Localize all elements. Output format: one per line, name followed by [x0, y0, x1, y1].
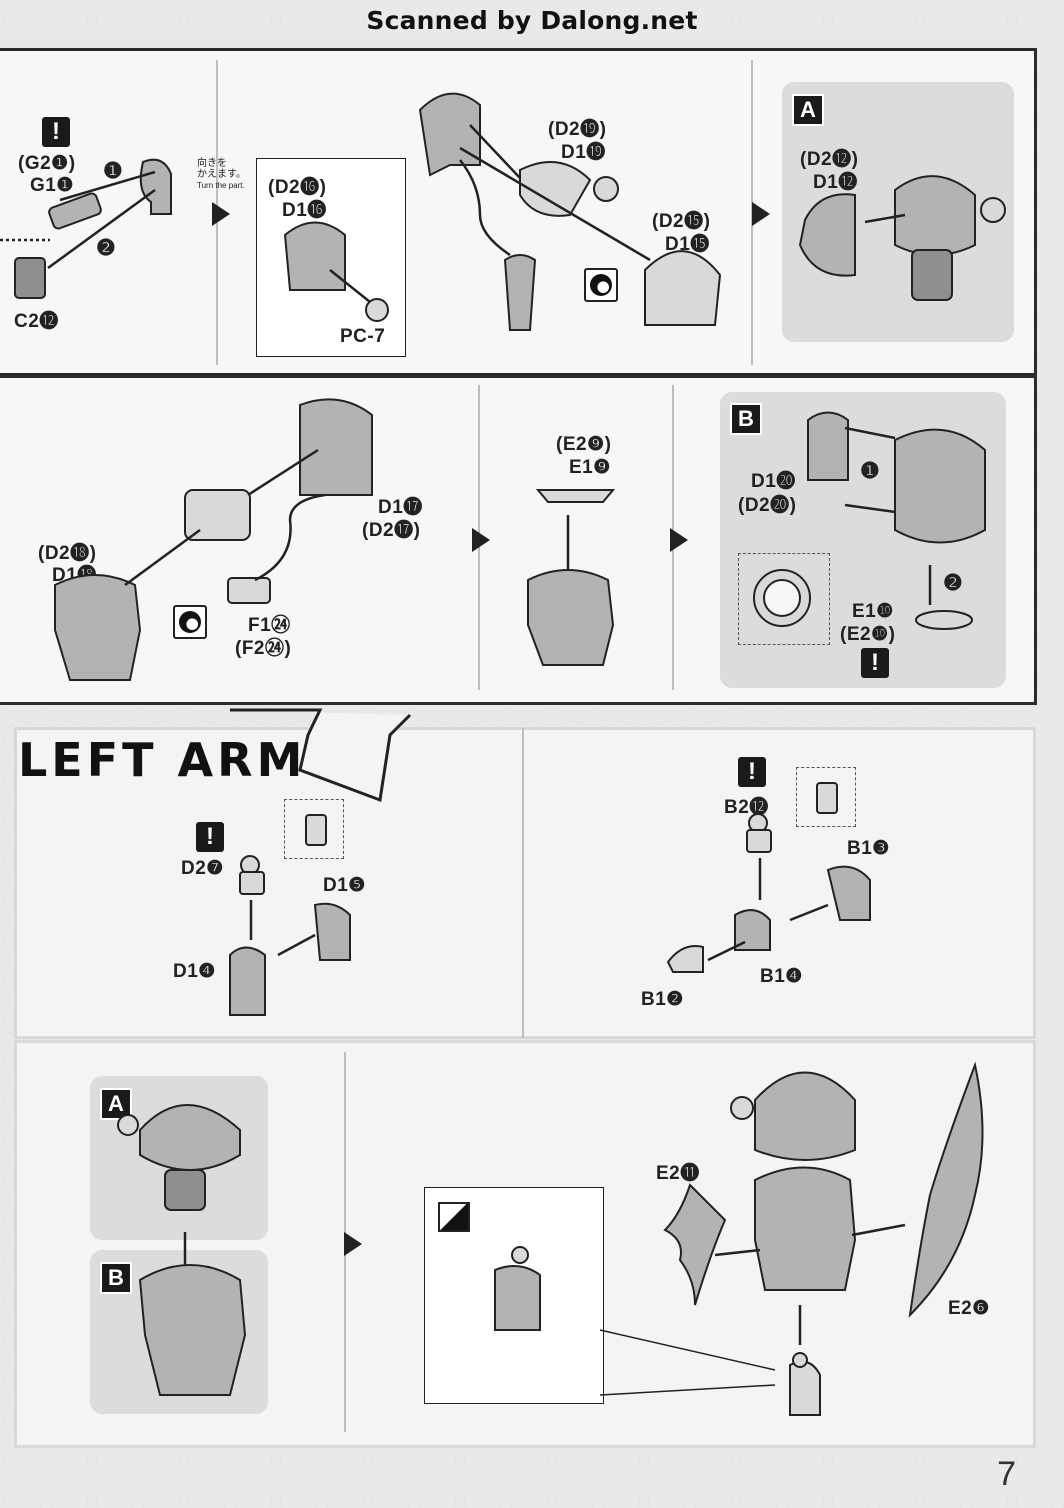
page-number: 7 [997, 1455, 1016, 1493]
step-number-1: ❶ [103, 158, 124, 183]
step-number-2: ❷ [96, 235, 117, 260]
part-label: D1⓴ [751, 471, 796, 492]
step-number-1: ❶ [860, 458, 881, 483]
part-label: (D2⓬) [800, 149, 859, 170]
part-label: (D2⓳) [548, 119, 607, 140]
section-title: LEFT ARM [18, 733, 307, 787]
detail-inset [796, 767, 856, 827]
detail-inset [738, 553, 830, 645]
next-step-arrow [212, 202, 230, 226]
part-label: D1⓰ [282, 200, 327, 221]
seal-icon [584, 268, 618, 302]
part-label: D1❹ [173, 961, 216, 982]
next-step-arrow [670, 528, 688, 552]
part-label: PC-7 [340, 326, 386, 347]
part-label: D1❺ [323, 875, 366, 896]
seal-icon [173, 605, 207, 639]
subassembly-tag-a: A [792, 94, 824, 126]
part-label: C2⓬ [14, 311, 59, 332]
part-label: D1⓱ [378, 497, 423, 518]
left-arm-divider [522, 728, 524, 1038]
caution-icon: ! [861, 648, 889, 678]
next-step-arrow [344, 1232, 362, 1256]
caution-icon: ! [196, 822, 224, 852]
part-label: B1❹ [760, 966, 803, 987]
part-label: F1㉔ [248, 615, 291, 636]
part-label: (G2❶) [18, 153, 76, 174]
part-label: E2⓫ [656, 1163, 700, 1184]
part-label: (E2❾) [556, 434, 612, 455]
caution-icon: ! [42, 117, 70, 147]
subassembly-tag-b: B [730, 403, 762, 435]
detail-inset [284, 799, 344, 859]
part-label: G1❶ [30, 175, 74, 196]
part-label: D1⓬ [813, 172, 858, 193]
part-label: (D2⓰) [268, 177, 327, 198]
part-label: B1❷ [641, 989, 684, 1010]
next-step-arrow [752, 202, 770, 226]
scan-credit: Scanned by Dalong.net [366, 6, 698, 35]
part-label: B1❸ [847, 838, 890, 859]
part-label: D1⓳ [561, 142, 606, 163]
part-label: D1⓯ [665, 234, 710, 255]
part-label: E1❿ [852, 601, 894, 622]
part-label: (D2⓱) [362, 520, 421, 541]
part-label: B2⓬ [724, 797, 769, 818]
subassembly-tag-b: B [100, 1262, 132, 1294]
part-label: (F2㉔) [235, 638, 292, 659]
part-label: E1❾ [569, 457, 611, 478]
caution-icon: ! [738, 757, 766, 787]
part-label: (D2⓲) [38, 543, 97, 564]
sticker-icon [438, 1202, 470, 1232]
part-label: (D2⓴) [738, 495, 797, 516]
part-label: E2❻ [948, 1298, 990, 1319]
part-label: D2❼ [181, 858, 224, 879]
step-number-2: ❷ [943, 570, 964, 595]
part-label: (E2❿) [840, 624, 896, 645]
next-step-arrow [472, 528, 490, 552]
part-label: (D2⓯) [652, 211, 711, 232]
turn-part-note: 向きを かえます。 Turn the part. [197, 158, 246, 190]
